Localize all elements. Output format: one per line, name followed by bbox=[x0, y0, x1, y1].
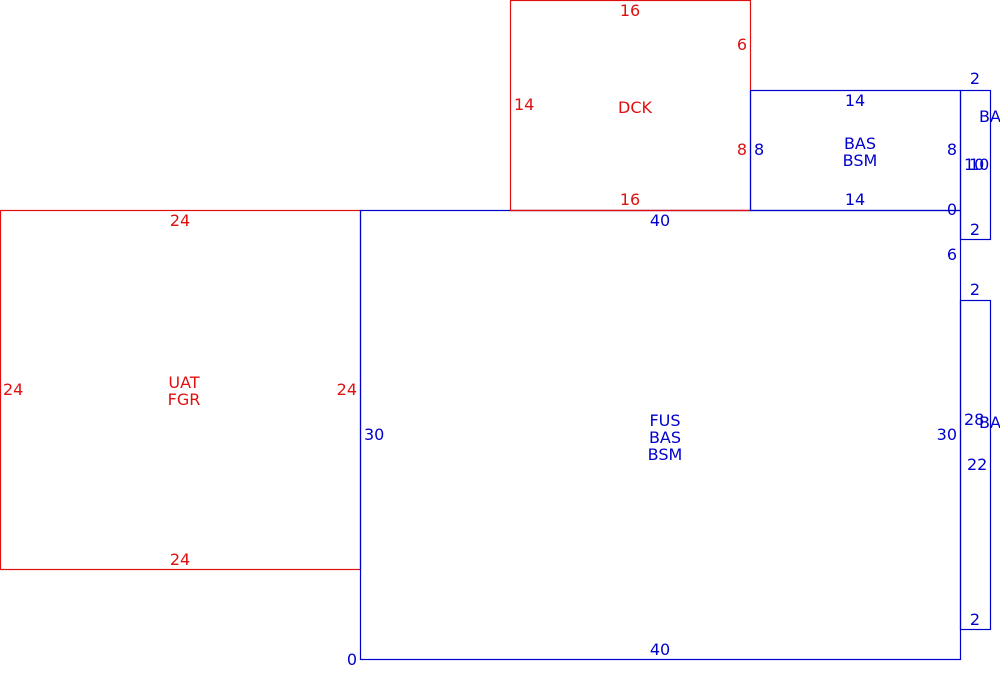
strip-upper-side-overlap-dimension: 10 bbox=[969, 155, 989, 174]
bas-upper-left-dimension: 8 bbox=[754, 140, 764, 159]
fus-bottom-dimension: 40 bbox=[650, 640, 670, 659]
bas-upper-top-dimension: 14 bbox=[845, 91, 865, 110]
uat-name-line-1: UAT bbox=[168, 373, 199, 392]
strip-upper-top-dimension: 2 bbox=[970, 69, 980, 88]
strip-upper-name: BA bbox=[979, 107, 1000, 126]
fus-right-dimension: 30 bbox=[937, 425, 957, 444]
strip-upper-side-dimension: 10 bbox=[964, 155, 984, 174]
strip-lower-bottom-dimension: 2 bbox=[970, 610, 980, 629]
fus-name-line-2: BAS bbox=[649, 428, 681, 447]
uat-top-dimension: 24 bbox=[170, 211, 190, 230]
dck-bottom-dimension: 16 bbox=[620, 190, 640, 209]
dck-top-dimension: 16 bbox=[620, 1, 640, 20]
fus-left-dimension: 30 bbox=[364, 425, 384, 444]
uat-left-dimension: 24 bbox=[3, 380, 23, 399]
gap-dimension: 6 bbox=[947, 245, 957, 264]
bas-upper-name-line-2: BSM bbox=[843, 151, 878, 170]
dck-name: DCK bbox=[618, 98, 652, 117]
dck-right-lower-dimension: 8 bbox=[737, 140, 747, 159]
strip-upper-bottom-dimension: 2 bbox=[970, 220, 980, 239]
bas-upper-name-line-1: BAS bbox=[844, 134, 876, 153]
dck-right-upper-dimension: 6 bbox=[737, 35, 747, 54]
strip-lower-outline bbox=[959, 299, 992, 631]
bas-upper-right-dimension: 8 bbox=[947, 140, 957, 159]
fus-top-dimension: 40 bbox=[650, 211, 670, 230]
fus-name-line-1: FUS bbox=[649, 411, 680, 430]
fus-origin-label: 0 bbox=[347, 650, 357, 669]
strip-lower-top-dimension: 2 bbox=[970, 280, 980, 299]
uat-name-line-2: FGR bbox=[168, 390, 201, 409]
fus-name-line-3: BSM bbox=[648, 445, 683, 464]
strip-lower-side-inner-dimension: 22 bbox=[967, 455, 987, 474]
bas-upper-bottom-dimension: 14 bbox=[845, 190, 865, 209]
strip-upper-outline bbox=[959, 89, 992, 241]
dck-left-dimension: 14 bbox=[514, 95, 534, 114]
uat-right-dimension: 24 bbox=[337, 380, 357, 399]
uat-bottom-dimension: 24 bbox=[170, 550, 190, 569]
strip-lower-side-outer-dimension: 28 bbox=[964, 410, 984, 429]
strip-upper-corner-label: 0 bbox=[947, 200, 957, 219]
strip-lower-name: BA bbox=[979, 413, 1000, 432]
